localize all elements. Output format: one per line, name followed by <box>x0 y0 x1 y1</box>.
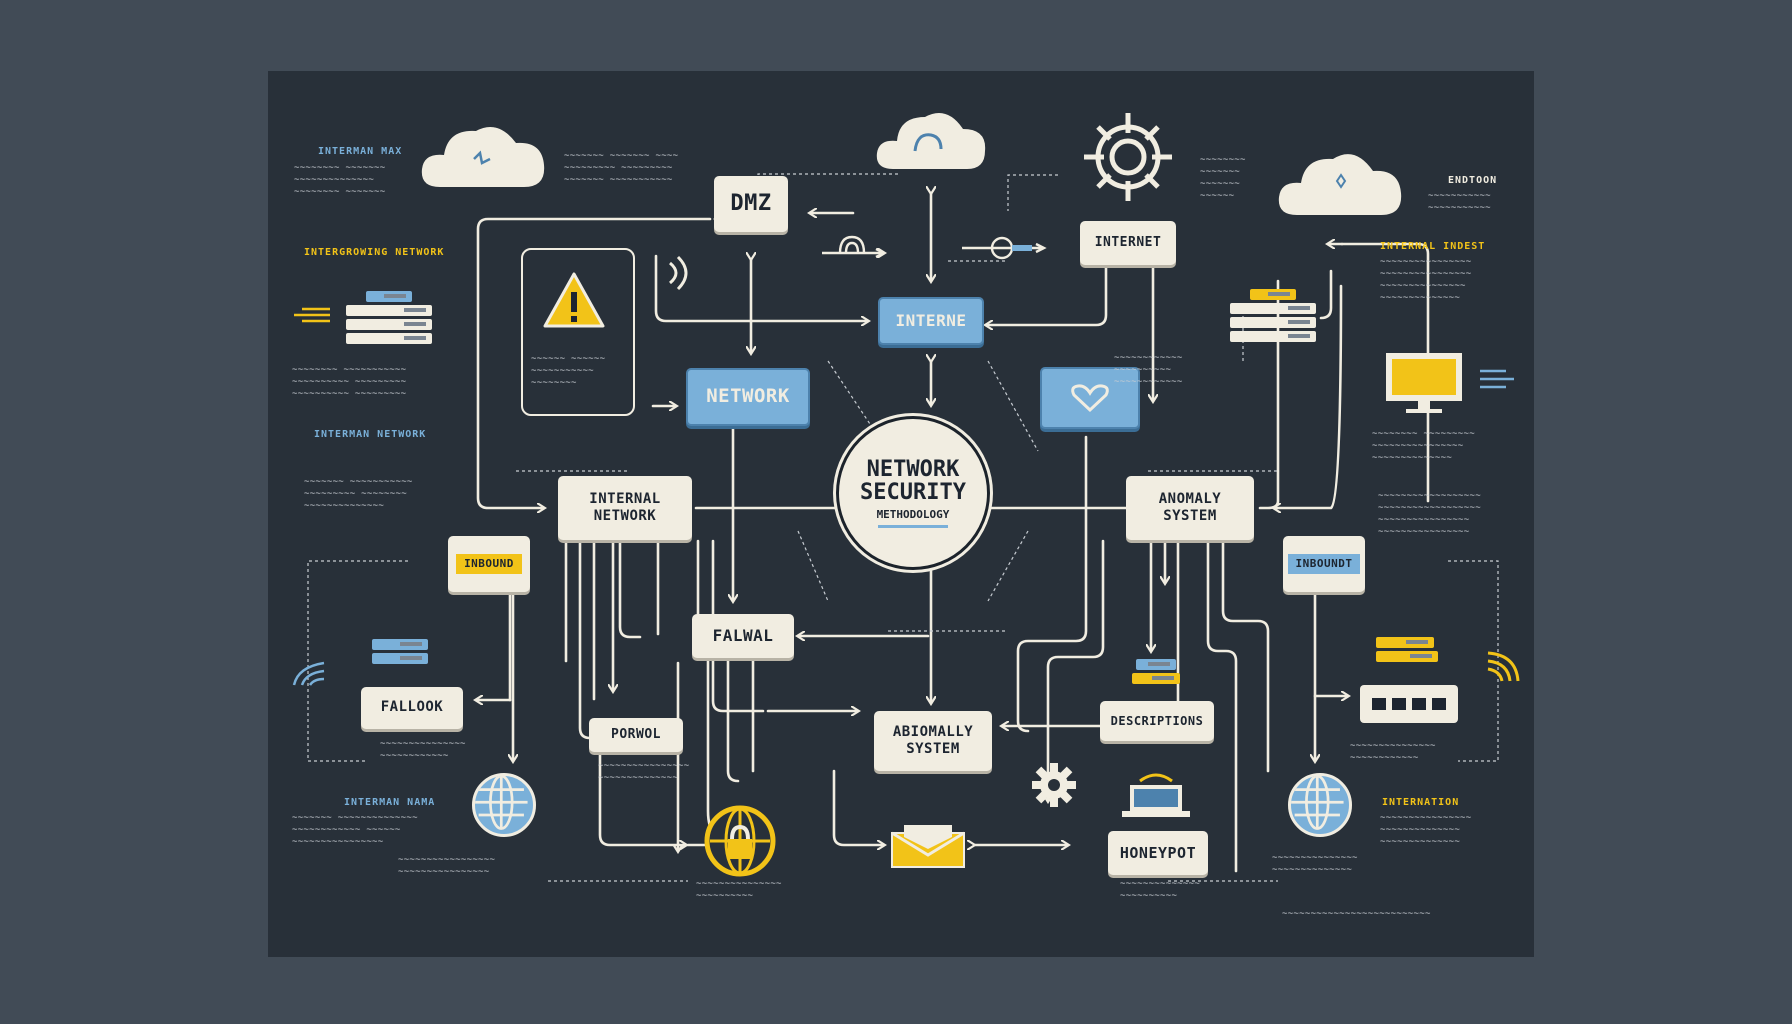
abiomally-system-node[interactable]: ABIOMALLY SYSTEM <box>874 711 992 771</box>
wifi-icon <box>668 255 688 291</box>
note-block: ~~~~~~~~~~~~~~~~~~~~~~~~~~~ <box>1350 741 1436 763</box>
note-block: ~~~~~~~~~~~~~~~~~~~~~~~~~~~~~~~~~ <box>398 855 496 877</box>
server-rack-icon <box>1230 289 1316 345</box>
anomaly-system-node[interactable]: ANOMALY SYSTEM <box>1126 476 1254 540</box>
monitor-icon <box>1386 353 1462 413</box>
inbound-tag-node[interactable]: INBOUND <box>448 536 530 592</box>
lock-globe-icon <box>704 805 776 877</box>
dmz-node[interactable]: DMZ <box>714 176 788 232</box>
cloud-icon <box>421 127 545 187</box>
server-rack-icon <box>372 639 428 667</box>
note-block: ~~~~~~~~~~~~~~~~~~~~~~~~ <box>1120 879 1201 901</box>
mail-icon <box>891 825 965 868</box>
gear-icon <box>1032 763 1076 807</box>
globe-icon <box>472 773 536 837</box>
methodology-hub[interactable]: NETWORK SECURITY METHODOLOGY <box>836 416 990 570</box>
router-icon <box>1360 685 1458 723</box>
network-node[interactable]: NETWORK <box>686 368 810 426</box>
warning-icon <box>543 272 605 328</box>
side-title: INTERNATION <box>1382 797 1460 808</box>
hub-underline <box>878 525 948 529</box>
diagram-board: ~~~~~~ ~~~~~~~~~~~~~~~~~~~~~~~~~ DMZ INT… <box>268 71 1534 957</box>
note-block: ~~~~~~~ ~~~~~~~~~~~~~~~~~~~~ ~~~~~~~~~~~… <box>304 477 413 511</box>
side-title: INTERMAN MAX <box>318 146 403 157</box>
note-block: ~~~~~~~~~~~~~~~~~~~~~~~~~~~~~~~~~~ <box>1114 353 1183 387</box>
globe-icon <box>1288 773 1352 837</box>
note-block: ~~~~~~~~~~~~~~~~~~~~~~~~~ <box>696 879 782 901</box>
speed-lines-icon <box>1480 369 1514 389</box>
note-block: ~~~~~~~ ~~~~~~~ ~~~~~~~~~~~~~ ~~~~~~~~~~… <box>564 151 679 185</box>
note-block: ~~~~~~~~~~~~~~~~~~~~~~~~~~~~ <box>1200 155 1246 201</box>
fallook-node[interactable]: FALLOOK <box>361 687 463 729</box>
warning-notes: ~~~~~~ ~~~~~~~~~~~~~~~~~~~~~~~~~ <box>531 354 606 388</box>
server-rack-icon <box>1376 637 1438 665</box>
note-block: ~~~~~~~~~~~~~~~~~~~~~~~~~~~~~~~~~~~~~~~~… <box>1378 491 1481 537</box>
connection-lines <box>307 173 1499 882</box>
internal-network-node[interactable]: INTERNAL NETWORK <box>558 476 692 540</box>
honeypot-node[interactable]: HONEYPOT <box>1108 831 1208 875</box>
descriptions-node[interactable]: DESCRIPTIONS <box>1100 701 1214 741</box>
note-block: ~~~~~~~~ ~~~~~~~~~~~~~~~~~~~~~~~~~~~~~~~… <box>1372 429 1475 463</box>
interne-node[interactable]: INTERNE <box>878 297 984 345</box>
note-block: ~~~~~~~~~~~~~~~~~~~~~~ <box>1428 191 1491 213</box>
side-title: INTERMAN NAMA <box>344 797 436 808</box>
note-block: ~~~~~~~~ ~~~~~~~~~~~~~~~~~~~~~ ~~~~~~~~~… <box>292 365 407 399</box>
note-block: ~~~~~~~~~~~~~~~~~~~~~~~~~~~~~~~~~~~~~~~~… <box>1380 257 1472 303</box>
heart-link-node[interactable] <box>1040 367 1140 429</box>
note-block: ~~~~~~~~~~~~~~~~~~~~~~~~~~ <box>1282 909 1431 919</box>
cloud-icon <box>1278 154 1402 215</box>
note-block: ~~~~~~~~~~~~~~~~~~~~~~~~~~~~~~ <box>598 761 690 783</box>
note-block: ~~~~~~~~~~~~~~~~~~~~~~~~~~~~~~~~~~~~~~~~… <box>1380 813 1472 847</box>
server-rack-icon <box>346 291 432 347</box>
internet-node[interactable]: INTERNET <box>1080 221 1176 265</box>
inbound-tag-right-node[interactable]: INBOUNDT <box>1283 536 1365 592</box>
falwal-node[interactable]: FALWAL <box>692 614 794 658</box>
inbound-right-label: INBOUNDT <box>1287 554 1361 574</box>
side-title: ENDTOON <box>1448 175 1498 186</box>
target-icon <box>1084 113 1172 201</box>
side-title: INTERGROWING NETWORK <box>304 247 445 258</box>
hub-line-3: METHODOLOGY <box>876 508 950 522</box>
hub-line-2: SECURITY <box>860 480 966 505</box>
side-title: INTERNAL INDEST <box>1380 241 1486 252</box>
note-block: ~~~~~~~~ ~~~~~~~~~~~~~~~~~~~~~~~~~~~~~ ~… <box>294 163 386 197</box>
server-rack-icon <box>1132 659 1180 687</box>
signal-icon <box>1487 651 1520 682</box>
speed-lines-icon <box>294 307 330 323</box>
cloud-icon <box>876 113 986 169</box>
porwol-node[interactable]: PORWOL <box>589 718 683 752</box>
laptop-icon <box>1122 773 1190 817</box>
note-block: ~~~~~~~~~~~~~~~~~~~~~~~~~~~~~ <box>1272 853 1358 875</box>
hub-line-1: NETWORK <box>866 456 960 482</box>
note-block: ~~~~~~~ ~~~~~~~~~~~~~~~~~~~~~~~~~~ ~~~~~… <box>292 813 418 847</box>
inbound-label: INBOUND <box>456 554 522 574</box>
side-title: INTERMAN NETWORK <box>314 429 427 440</box>
note-block: ~~~~~~~~~~~~~~~~~~~~~~~~~~~ <box>380 739 466 761</box>
heart-link-icon <box>1071 384 1109 413</box>
signal-icon <box>292 661 325 686</box>
fingerprint-icon <box>822 235 888 259</box>
warning-panel: ~~~~~~ ~~~~~~~~~~~~~~~~~~~~~~~~~ <box>521 248 635 416</box>
key-link-icon <box>962 236 1047 260</box>
